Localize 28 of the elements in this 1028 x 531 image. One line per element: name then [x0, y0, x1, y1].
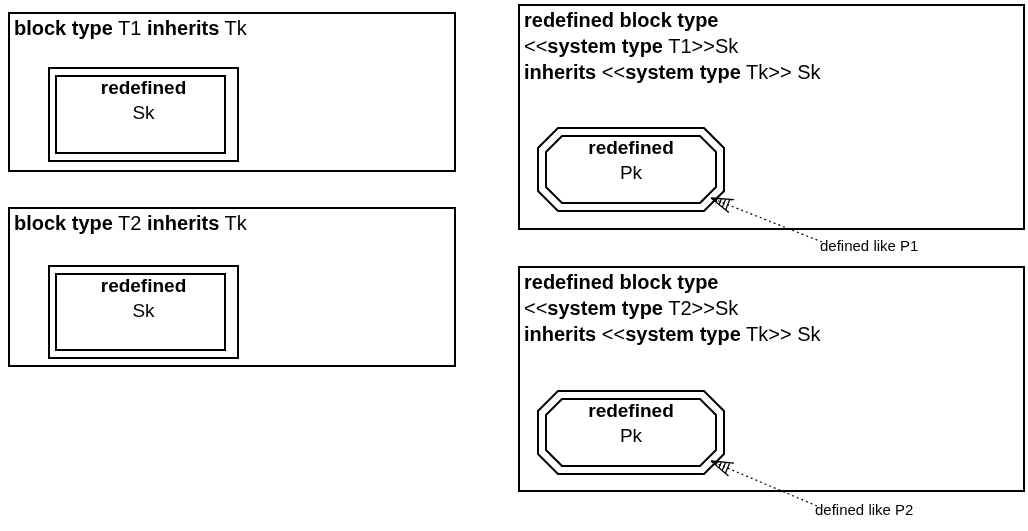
annotation-text: defined like P2 — [815, 500, 915, 520]
symbol-name: Pk — [619, 161, 643, 185]
double-frame-box — [48, 67, 239, 162]
double-frame-box — [48, 265, 239, 359]
leader-line — [710, 197, 823, 243]
keyword-heading: redefined — [588, 136, 674, 160]
octagon-process-symbol — [537, 390, 725, 475]
keyword-heading: redefined — [588, 399, 674, 423]
type-heading: <<system type T2>>Sk — [524, 296, 740, 321]
type-heading: <<system type T1>>Sk — [524, 34, 740, 59]
keyword-heading: redefined — [100, 274, 187, 298]
type-heading: inherits <<system type Tk>> Sk — [524, 322, 822, 347]
type-heading: block type T1 inherits Tk — [14, 16, 248, 41]
block-frame — [8, 207, 456, 367]
block-frame — [518, 4, 1025, 230]
symbol-name: Sk — [132, 299, 155, 323]
symbol-name: Pk — [619, 424, 643, 448]
block-frame — [8, 12, 456, 172]
block-frame — [518, 266, 1025, 492]
keyword-heading: redefined — [100, 76, 187, 100]
type-heading: inherits <<system type Tk>> Sk — [524, 60, 822, 85]
octagon-process-symbol — [537, 127, 725, 212]
type-heading: redefined block type — [524, 270, 720, 295]
annotation-text: defined like P1 — [820, 236, 920, 256]
symbol-name: Sk — [132, 101, 155, 125]
type-heading: block type T2 inherits Tk — [14, 211, 248, 236]
type-heading: redefined block type — [524, 8, 720, 33]
leader-line — [710, 460, 818, 507]
